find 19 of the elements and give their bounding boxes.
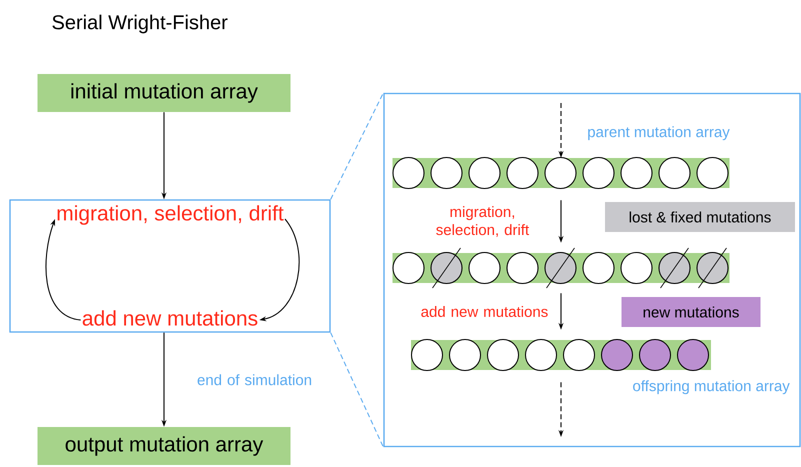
mutation-array <box>392 157 730 189</box>
edge-label: end of simulation <box>198 374 312 386</box>
array-box: output mutation array <box>38 427 290 465</box>
array-box: initial mutation array <box>38 74 290 112</box>
loop-frame <box>9 199 331 333</box>
edge-label: migration, selection, drift <box>436 206 530 237</box>
edge-label: add new mutations <box>421 306 548 317</box>
step-text: migration, selection, drift <box>58 205 284 225</box>
legend-box: new mutations <box>622 297 760 327</box>
array-caption: offspring mutation array <box>633 380 790 394</box>
connector-line <box>330 332 384 448</box>
legend-box: lost & fixed mutations <box>605 202 795 232</box>
mutation-array <box>411 339 711 371</box>
step-text: add new mutations <box>82 310 258 326</box>
title: Serial Wright-Fisher <box>52 14 228 34</box>
array-caption: parent mutation array <box>588 126 730 140</box>
zoom-panel <box>383 92 801 448</box>
connector-line <box>330 92 384 200</box>
mutation-array <box>392 248 730 288</box>
